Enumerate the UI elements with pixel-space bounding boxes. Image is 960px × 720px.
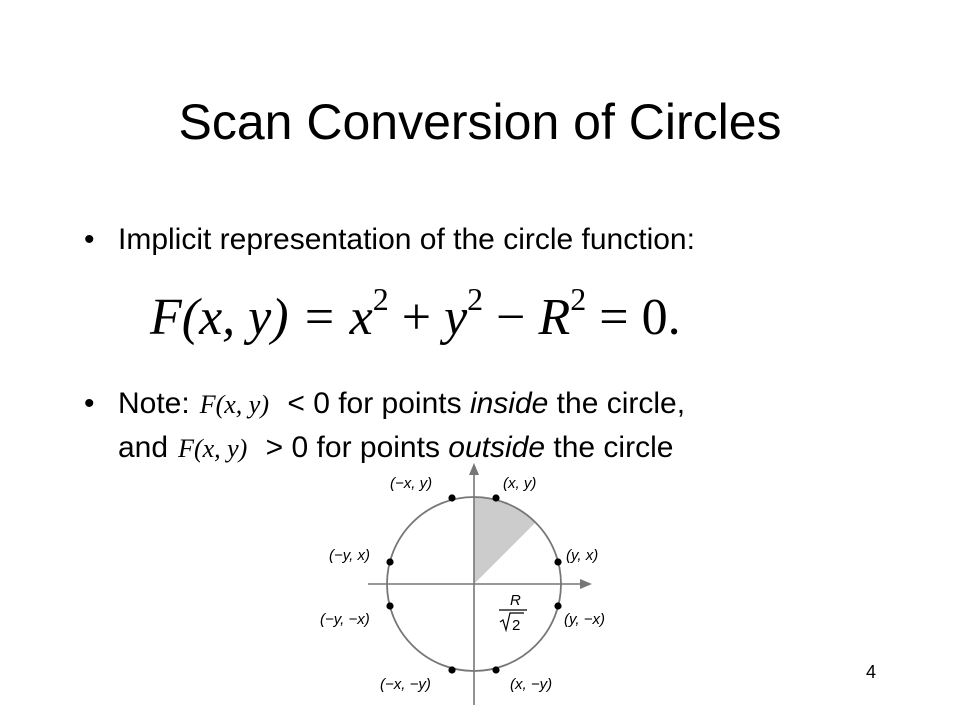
x-axis-arrow [580, 579, 592, 589]
label-nx-y: (−x, y) [390, 475, 432, 492]
inside-post: the circle, [548, 387, 686, 420]
inside-word: inside [469, 387, 549, 420]
sqrt-sign [499, 612, 524, 633]
eq-x: x [349, 289, 373, 346]
note-label: Note: [118, 387, 190, 420]
point-x-ny [492, 666, 500, 674]
note-fxy-2: F(x, y) [178, 434, 248, 463]
label-ny-nx: (−y, −x) [320, 611, 370, 628]
point-nx-y [448, 494, 456, 502]
point-y-x [554, 558, 562, 566]
outside-post: the circle [545, 431, 674, 464]
eq-exp-x: 2 [372, 281, 389, 317]
y-axis-arrow [469, 463, 479, 475]
slide-title: Scan Conversion of Circles [178, 94, 782, 150]
point-x-y [492, 494, 500, 502]
page-number: 4 [866, 662, 877, 682]
circle-outline [386, 496, 562, 672]
bullet-dot: • [84, 223, 95, 256]
eq-plus: + [388, 289, 445, 346]
bullet-note: • Note: F(x, y) < 0 for points inside the … [84, 386, 685, 423]
bullet-dot: • [84, 387, 95, 420]
eq-y: y [444, 289, 468, 346]
label-x-ny: (x, −y) [510, 676, 552, 693]
sqrt-two: 2 [512, 617, 520, 634]
point-nx-ny [448, 666, 456, 674]
r-numerator: R [510, 592, 521, 609]
bullet-implicit: • Implicit representation of the circle f… [84, 222, 695, 258]
label-nx-ny: (−x, −y) [380, 676, 431, 693]
point-ny-nx [386, 602, 394, 610]
label-x-y: (x, y) [503, 475, 536, 492]
eq-exp-y: 2 [467, 281, 484, 317]
and-word: and [118, 431, 169, 464]
eq-r: R [538, 289, 571, 346]
circle-equation: F(x, y) = x2 + y2 − R2 = 0. [150, 283, 681, 350]
outside-word: outside [448, 431, 546, 464]
outside-pre: > 0 for points [257, 431, 449, 464]
label-ny-x: (−y, x) [329, 547, 370, 564]
point-y-nx [554, 602, 562, 610]
octant-sector [474, 497, 536, 584]
point-ny-x [386, 558, 394, 566]
eq-minus: − [483, 289, 539, 346]
inside-pre: < 0 for points [279, 387, 470, 420]
note-fxy-1: F(x, y) [199, 390, 269, 419]
eq-exp-r: 2 [570, 281, 587, 317]
label-y-nx: (y, −x) [564, 611, 605, 628]
note-line-2: and F(x, y) > 0 for points outside the ci… [118, 430, 673, 467]
bullet-text: Implicit representation of the circle fu… [118, 223, 695, 256]
eq-rhs: = 0. [586, 289, 681, 346]
label-y-x: (y, x) [566, 547, 598, 564]
eq-lhs: F(x, y) = [150, 289, 350, 346]
